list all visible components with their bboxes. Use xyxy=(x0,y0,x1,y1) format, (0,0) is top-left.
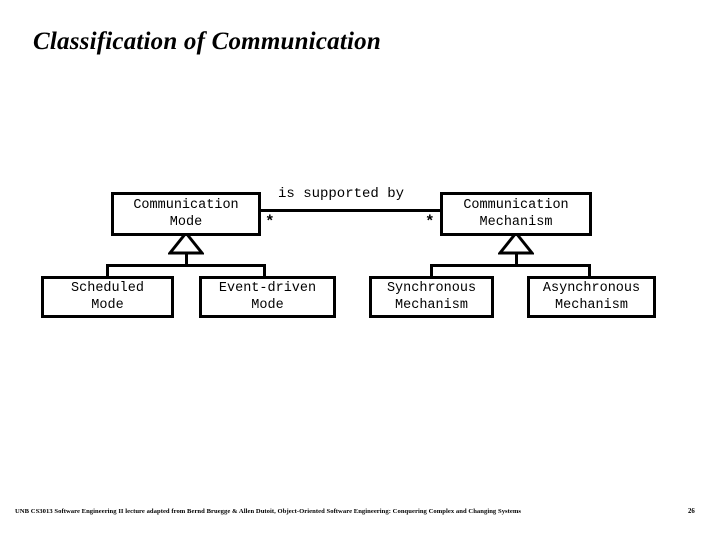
slide-footer-attribution: UNB CS3013 Software Engineering II lectu… xyxy=(15,508,522,515)
uml-class-communication-mode[interactable]: Communication Mode xyxy=(111,192,261,236)
inheritance-triangle-icon xyxy=(168,231,204,255)
association-multiplicity-target: * xyxy=(425,213,435,231)
association-line xyxy=(259,209,442,212)
generalization-drop-synchronous-mechanism xyxy=(430,264,433,278)
generalization-drop-scheduled-mode xyxy=(106,264,109,278)
page-title: Classification of Communication xyxy=(33,28,381,55)
generalization-stem-mechanism xyxy=(515,252,518,266)
association-multiplicity-source: * xyxy=(265,213,275,231)
uml-class-event-driven-mode[interactable]: Event-driven Mode xyxy=(199,276,336,318)
uml-class-asynchronous-mechanism[interactable]: Asynchronous Mechanism xyxy=(527,276,656,318)
generalization-drop-asynchronous-mechanism xyxy=(588,264,591,278)
association-label: is supported by xyxy=(278,186,405,202)
uml-class-synchronous-mechanism[interactable]: Synchronous Mechanism xyxy=(369,276,494,318)
uml-class-scheduled-mode[interactable]: Scheduled Mode xyxy=(41,276,174,318)
uml-class-communication-mechanism[interactable]: Communication Mechanism xyxy=(440,192,592,236)
generalization-stem-mode xyxy=(185,252,188,266)
slide-page-number: 26 xyxy=(688,508,695,515)
generalization-bus-mode xyxy=(106,264,266,267)
inheritance-triangle-icon xyxy=(498,231,534,255)
uml-class-diagram: is supported by * * Communication Mode C… xyxy=(41,186,656,318)
generalization-drop-event-driven-mode xyxy=(263,264,266,278)
generalization-bus-mechanism xyxy=(430,264,591,267)
